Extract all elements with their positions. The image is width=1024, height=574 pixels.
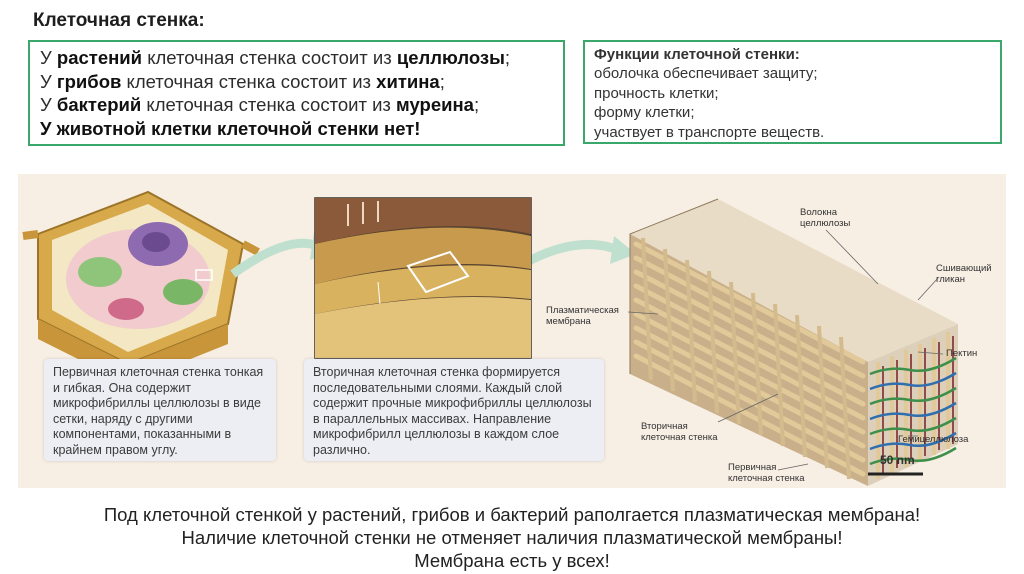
cell-wall-figure: Первичная клеточная стенка тонкая и гибк… xyxy=(18,174,1006,488)
plant-cell-illustration xyxy=(22,190,260,384)
bottom-note-1: Под клеточной стенкой у растений, грибов… xyxy=(103,504,921,525)
function-item: форму клетки; xyxy=(594,104,695,121)
label-pectin: Пектин xyxy=(946,348,978,359)
function-item: оболочка обеспечивает защиту; xyxy=(594,65,818,82)
label-scale: 50 nm xyxy=(880,453,915,467)
cell-wall-illustration xyxy=(22,190,958,486)
composition-box: У растений клеточная стенка состоит из ц… xyxy=(28,40,565,146)
bottom-note-3: Мембрана есть у всех! xyxy=(414,550,610,571)
arrow-icon xyxy=(520,239,620,268)
slide-title: Клеточная стенка: xyxy=(33,10,205,31)
composition-plants: У растений клеточная стенка состоит из ц… xyxy=(40,47,511,68)
composition-animals: У животной клетки клеточной стенки нет! xyxy=(40,117,421,139)
arrow-icon xyxy=(610,236,636,264)
caption-secondary-wall: Вторичная клеточная стенка формируется п… xyxy=(304,359,604,461)
label-hemicellulose: Гемицеллюлоза xyxy=(898,434,969,445)
functions-box: Функции клеточной стенки: оболочка обесп… xyxy=(583,40,1002,144)
caption-primary-wall: Первичная клеточная стенка тонкая и гибк… xyxy=(44,359,276,461)
bottom-note-2: Наличие клеточной стенки не отменяет нал… xyxy=(181,527,843,548)
composition-bacteria: У бактерий клеточная стенка состоит из м… xyxy=(40,94,480,115)
function-item: участвует в транспорте веществ. xyxy=(594,123,825,141)
wall-block-illustration xyxy=(629,198,958,486)
magnified-wall-view xyxy=(314,197,532,359)
fiber-mesh xyxy=(869,332,957,479)
fiber-rows xyxy=(633,237,866,480)
arrow-icon xyxy=(230,238,320,278)
functions-title: Функции клеточной стенки: xyxy=(594,46,800,63)
function-item: прочность клетки; xyxy=(594,84,719,102)
composition-fungi: У грибов клеточная стенка состоит из хит… xyxy=(40,70,445,92)
